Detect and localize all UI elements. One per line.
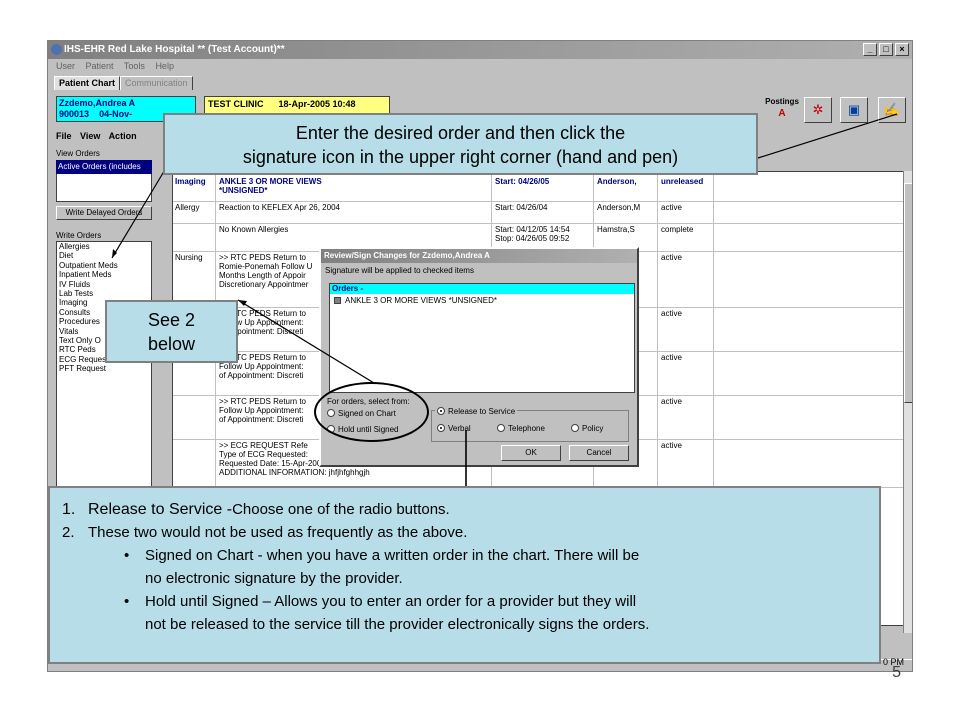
sign-button[interactable]: ✍ (878, 97, 906, 123)
cardiogram-button[interactable]: ✲ (804, 97, 832, 123)
app-menu: File View Action (56, 129, 143, 143)
policy-radio[interactable]: Policy (571, 424, 603, 434)
write-order-item[interactable]: ECG Request (59, 354, 109, 364)
menu-view[interactable]: View (80, 131, 101, 141)
write-order-item[interactable]: Allergies (59, 242, 90, 251)
clinic-date: 18-Apr-2005 10:48 (278, 99, 356, 109)
menu-file[interactable]: File (56, 131, 72, 141)
write-order-item[interactable]: PFT Request (59, 364, 106, 374)
patient-dob: 04-Nov- (99, 109, 133, 119)
write-order-item[interactable]: Vitals (59, 326, 79, 336)
menu-patient[interactable]: Patient (85, 61, 114, 71)
radio-dot (437, 407, 445, 415)
menu-tools[interactable]: Tools (123, 61, 145, 71)
write-delayed-orders-button[interactable]: Write Delayed Orders (56, 206, 152, 220)
dialog-note: Signature will be applied to checked ite… (325, 266, 474, 275)
write-order-item[interactable]: Procedures (59, 317, 100, 327)
view-orders-label: View Orders (56, 149, 100, 158)
radio-dot (571, 424, 579, 432)
postings-flag: A (778, 108, 786, 119)
menu-user[interactable]: User (56, 61, 76, 71)
callout-see-below: See 2 below (105, 300, 238, 363)
dialog-title: Review/Sign Changes for Zzdemo,Andrea A (321, 249, 637, 263)
callout-top-line2: signature icon in the upper right corner… (242, 147, 679, 167)
maximize-button[interactable]: □ (879, 43, 893, 56)
write-order-item[interactable]: Text Only O (59, 336, 101, 346)
slide-number: 5 (892, 664, 901, 681)
verbal-radio[interactable]: Verbal (437, 424, 471, 434)
order-checkbox[interactable] (334, 297, 341, 305)
release-group (431, 410, 629, 442)
patient-hrn: 900013 (59, 109, 90, 119)
radio-dot (437, 424, 445, 432)
postings-box[interactable]: Postings A (762, 96, 802, 122)
write-orders-label: Write Orders (56, 231, 102, 240)
write-order-item[interactable]: RTC Peds (59, 345, 96, 355)
notes-button[interactable]: ▣ (840, 97, 868, 123)
orders-header: Orders - (330, 284, 634, 294)
minimize-button[interactable]: _ (863, 43, 877, 56)
callout-top-line1: Enter the desired order and then click t… (295, 123, 626, 143)
notes-icon: ▣ (847, 102, 861, 117)
active-orders-item[interactable]: Active Orders (includes (56, 160, 152, 174)
table-row[interactable]: Imaging ANKLE 3 OR MORE VIEWS*UNSIGNED* … (173, 176, 903, 202)
menu-help[interactable]: Help (155, 61, 174, 71)
cancel-button[interactable]: Cancel (569, 445, 629, 461)
menubar: User Patient Tools Help (48, 59, 912, 73)
sign-hand-pen-icon: ✍ (883, 102, 901, 117)
scroll-thumb[interactable] (904, 183, 912, 403)
window-titlebar: IHS-EHR Red Lake Hospital ** (Test Accou… (48, 41, 912, 59)
write-order-item[interactable]: Consults (59, 307, 91, 317)
bullet-signed-on-chart: • Signed on Chart - when you have a writ… (124, 547, 640, 587)
release-to-service-radio[interactable]: Release to Service (435, 407, 518, 417)
radio-dot (497, 424, 505, 432)
write-order-item[interactable]: Diet (59, 251, 74, 261)
dialog-order-item[interactable]: ANKLE 3 OR MORE VIEWS *UNSIGNED* (330, 294, 634, 307)
callout-instructions: Enter the desired order and then click t… (163, 113, 758, 175)
callout-see-line1: See 2 (147, 310, 196, 330)
highlight-ellipse (314, 382, 429, 442)
orders-scrollbar[interactable] (903, 171, 912, 633)
taskbar-clock: 0 PM (882, 657, 904, 667)
write-order-item[interactable]: IV Fluids (59, 279, 91, 289)
callout-explanation: 1. Release to Service -Choose one of the… (48, 486, 881, 664)
close-button[interactable]: × (895, 43, 909, 56)
clinic-name: TEST CLINIC (208, 99, 264, 109)
window-title: IHS-EHR Red Lake Hospital ** (Test Accou… (64, 44, 285, 55)
tab-communication[interactable]: Communication (120, 76, 193, 90)
postings-label: Postings (765, 97, 799, 106)
telephone-radio[interactable]: Telephone (497, 424, 545, 434)
table-row[interactable]: Allergy Reaction to KEFLEX Apr 26, 2004 … (173, 202, 903, 224)
chart-tabs: Patient Chart Communication (54, 76, 193, 90)
callout-see-line2: below (147, 334, 196, 354)
ok-button[interactable]: OK (501, 445, 561, 461)
patient-name: Zzdemo,Andrea A (59, 98, 136, 108)
dialog-orders-list[interactable]: Orders - ANKLE 3 OR MORE VIEWS *UNSIGNED… (329, 283, 635, 393)
app-icon (51, 44, 62, 55)
write-order-item[interactable]: Outpatient Meds (59, 260, 118, 270)
bullet-hold-until-signed: • Hold until Signed – Allows you to ente… (124, 593, 650, 633)
explanation-item-1: 1. Release to Service -Choose one of the… (62, 501, 450, 518)
menu-action[interactable]: Action (108, 131, 137, 141)
write-order-item[interactable]: Imaging (59, 298, 88, 308)
cardiogram-icon: ✲ (812, 102, 824, 117)
explanation-item-2: 2. These two would not be used as freque… (62, 524, 468, 541)
write-order-item[interactable]: Inpatient Meds (59, 270, 112, 280)
tab-patient-chart[interactable]: Patient Chart (54, 76, 121, 90)
write-order-item[interactable]: Lab Tests (59, 289, 94, 299)
